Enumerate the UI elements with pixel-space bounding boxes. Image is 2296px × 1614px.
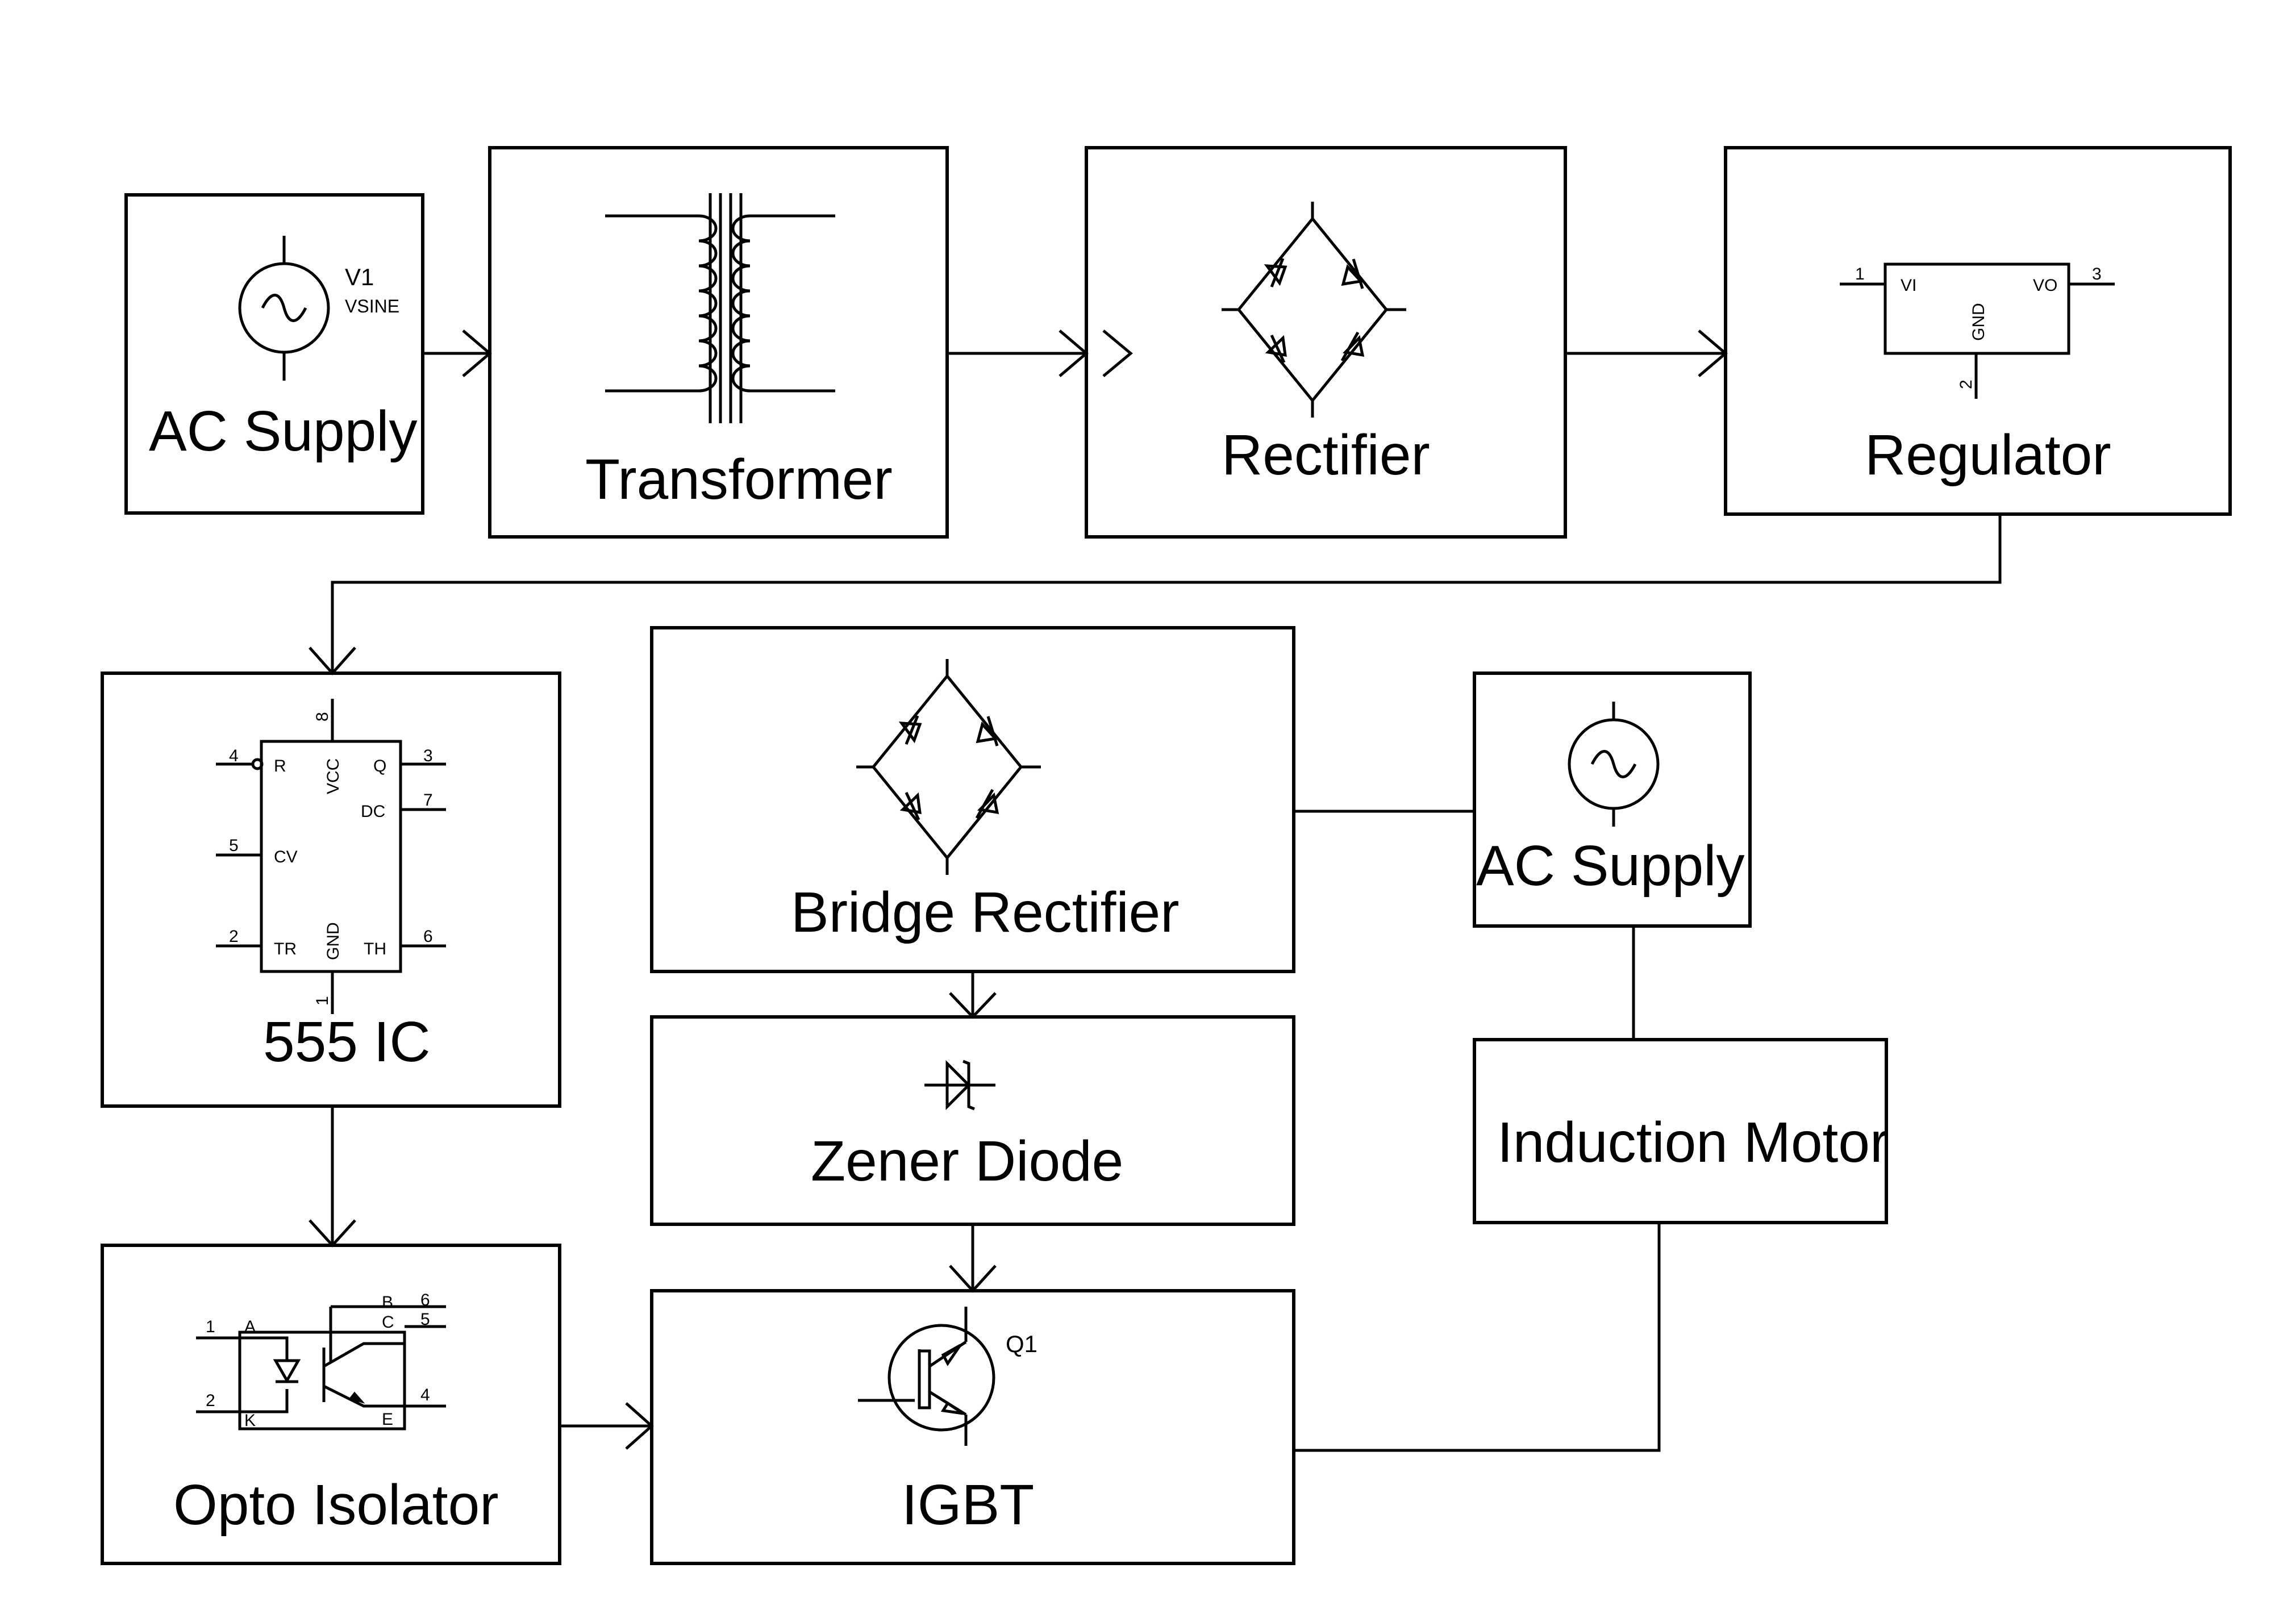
opto-pin-e: E (382, 1410, 393, 1429)
opto-pin-a: A (244, 1317, 256, 1336)
optocoupler-icon (196, 1305, 446, 1431)
transformer-block: Transformer (488, 146, 949, 539)
bridge-diode-icon (856, 659, 1041, 875)
connector-bridge-to-zener (949, 971, 997, 1019)
bridge-diode-icon (1222, 202, 1406, 418)
zener-diode-icon (924, 1060, 995, 1111)
source-ref: V1 (345, 264, 374, 290)
timer-555-block: 4 R Q 3 DC 7 5 CV 2 TR TH 6 VCC GND 8 1 … (101, 672, 561, 1108)
bridge-rectifier-label: Bridge Rectifier (791, 881, 1180, 944)
opto-pin-k: K (244, 1411, 256, 1430)
igbt-ref: Q1 (1006, 1331, 1037, 1357)
induction-motor-block: Induction Motor (1473, 1038, 1889, 1224)
opto-isolator-block: 1 A 2 K B 6 C 5 E 4 Opto Isolator (101, 1244, 561, 1565)
ic-pin-dc: DC (361, 802, 385, 821)
rectifier-label: Rectifier (1222, 423, 1430, 487)
opto-pin-b: B (382, 1293, 393, 1312)
ic-pin-cv: CV (274, 848, 298, 866)
ic-pin-vcc: VCC (324, 758, 343, 794)
source-part: VSINE (345, 296, 399, 316)
sine-source-icon (238, 236, 330, 381)
ic-pin-r: R (274, 757, 286, 775)
connector-rectifier-to-regulator (1565, 330, 1728, 377)
transformer-icon (605, 193, 835, 423)
igbt-label: IGBT (902, 1473, 1034, 1537)
igbt-transistor-icon (858, 1307, 995, 1446)
regulator-ic-icon (1840, 262, 2115, 399)
connector-ac-to-transformer (423, 330, 492, 377)
ic-pin-7: 7 (423, 791, 433, 810)
ic-pin-5: 5 (229, 836, 239, 855)
regulator-pin-2: 2 (1957, 379, 1976, 389)
ac-supply-right-block: AC Supply (1473, 672, 1752, 928)
ic-pin-tr: TR (274, 940, 297, 958)
igbt-block: Q1 IGBT (650, 1289, 1295, 1565)
connector-transformer-to-rectifier (947, 330, 1133, 377)
ac-supply-right-label: AC Supply (1476, 834, 1744, 898)
opto-pin-4: 4 (420, 1386, 430, 1404)
ic-pin-1: 1 (313, 996, 332, 1006)
ic-pin-8: 8 (313, 712, 332, 721)
regulator-pin-vo: VO (2033, 276, 2057, 295)
zener-diode-block: Zener Diode (650, 1015, 1295, 1226)
regulator-pin-vi: VI (1901, 276, 1916, 295)
ic-pin-6: 6 (423, 927, 433, 946)
connector-motor-to-igbt (1294, 1223, 1661, 1452)
connector-opto-to-igbt (560, 1402, 654, 1450)
opto-pin-2: 2 (206, 1391, 215, 1410)
ic-pin-4: 4 (229, 746, 239, 765)
ac-supply-top-label: AC Supply (149, 399, 417, 463)
regulator-pin-3: 3 (2092, 265, 2102, 283)
ic-555-icon (216, 699, 446, 1014)
bridge-rectifier-block: Bridge Rectifier (650, 626, 1295, 973)
opto-pin-1: 1 (206, 1317, 215, 1336)
regulator-block: 1 VI VO 3 GND 2 Regulator (1724, 146, 2232, 516)
sine-source-icon (1568, 702, 1660, 827)
opto-isolator-label: Opto Isolator (173, 1473, 499, 1537)
regulator-label: Regulator (1865, 423, 2111, 487)
regulator-pin-1: 1 (1855, 265, 1865, 283)
ic-pin-3: 3 (423, 746, 433, 765)
ic-pin-2: 2 (229, 927, 239, 946)
induction-motor-label: Induction Motor (1497, 1111, 1889, 1174)
opto-pin-c: C (382, 1313, 394, 1332)
transformer-label: Transformer (585, 448, 893, 511)
rectifier-block: Rectifier (1085, 146, 1567, 539)
regulator-pin-gnd: GND (1969, 303, 1988, 341)
timer-555-label: 555 IC (263, 1010, 431, 1074)
connector-zener-to-igbt (949, 1224, 997, 1293)
ic-pin-th: TH (364, 940, 386, 958)
connector-555-to-opto (309, 1106, 356, 1248)
opto-pin-6: 6 (420, 1291, 430, 1309)
zener-diode-label: Zener Diode (811, 1129, 1123, 1193)
ic-pin-q: Q (373, 757, 386, 775)
opto-pin-5: 5 (420, 1310, 430, 1329)
ac-supply-top-block: V1 VSINE AC Supply (124, 193, 424, 515)
ic-pin-gnd: GND (324, 922, 343, 960)
